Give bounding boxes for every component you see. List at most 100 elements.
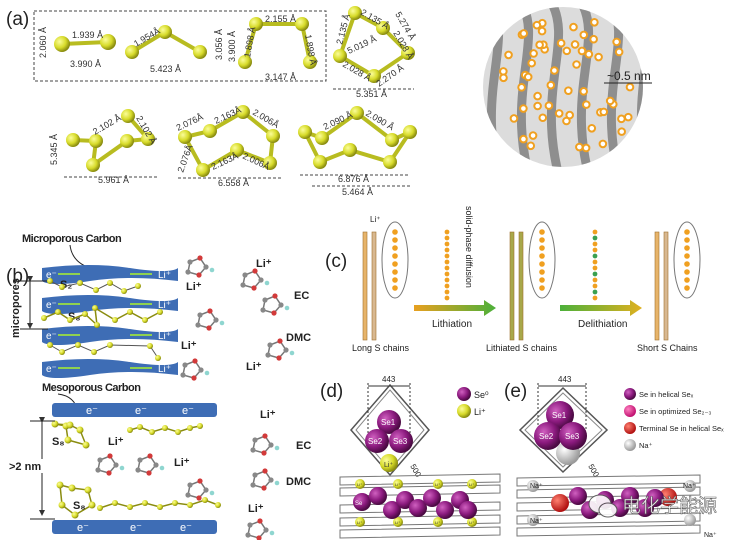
atom (278, 302, 284, 308)
atom (137, 457, 143, 463)
li-ion-label: Li⁺ (246, 361, 262, 373)
carbon-tube-bottom (52, 520, 217, 534)
channel-wall (339, 473, 501, 486)
sulfur-atom (519, 104, 528, 113)
se-label: Se (355, 501, 363, 507)
h-atom (219, 320, 225, 326)
li-ion-label: Li⁺ (158, 270, 171, 281)
se-atom (621, 487, 639, 505)
atom (592, 259, 598, 265)
atom (127, 504, 133, 510)
h-atom (264, 280, 270, 286)
sulfur-atom (584, 49, 594, 59)
atom (403, 125, 417, 139)
li-ion-label: Li⁺ (174, 457, 190, 469)
atom (56, 481, 64, 489)
atom (155, 355, 161, 361)
atom (75, 342, 81, 348)
mesoporous-carbon-label: Mesoporous Carbon (42, 382, 141, 394)
li-ion (467, 517, 477, 527)
atom (240, 282, 246, 288)
measure-label: 2.076Å (175, 112, 205, 133)
h-atom (274, 445, 280, 451)
li-ion-label: Li⁺ (357, 520, 362, 525)
s8-label: S₈ (73, 500, 86, 512)
electron-label: e⁻ (46, 270, 57, 281)
sulfur-atom (537, 26, 547, 36)
li-ion-label: Li⁺ (248, 503, 264, 515)
sulfur-atom (581, 100, 591, 109)
na-ion (527, 480, 539, 492)
li-ion (355, 517, 365, 527)
li-ion-label: Li⁺ (435, 482, 440, 487)
atom (112, 500, 118, 506)
sulfur-atom (392, 269, 398, 275)
sulfur-atom (444, 253, 450, 259)
h-atom (269, 530, 275, 536)
na-ion (527, 514, 539, 526)
chain (509, 231, 515, 341)
legend-swatch (624, 388, 636, 400)
measure-label: 2.163Å (210, 151, 240, 172)
atom-label: Se1 (552, 411, 567, 420)
atom (250, 447, 256, 453)
measure-label: 3.147 Å (265, 72, 296, 82)
atom (195, 322, 201, 328)
atom (252, 437, 258, 443)
atom (86, 158, 100, 172)
bond (43, 306, 161, 327)
atom-label: Li⁺ (384, 462, 393, 469)
legend-li-swatch (457, 404, 471, 418)
atom (120, 134, 134, 148)
atom (592, 295, 598, 301)
dashed-box (33, 10, 327, 82)
width-label: 443 (382, 375, 396, 384)
measure-label: 2.076Å (175, 143, 194, 173)
atom (158, 25, 172, 39)
atom (197, 312, 203, 318)
li-ion (393, 479, 403, 489)
atom (315, 131, 329, 145)
electron-label: e⁻ (46, 300, 57, 311)
sulfur-atom (614, 47, 624, 57)
atom (175, 429, 181, 435)
atom (272, 293, 278, 299)
atom (97, 457, 103, 463)
delithiation-label: Delithiation (578, 319, 627, 330)
se-atom (369, 487, 387, 505)
measure-label: 5.464 Å (342, 187, 373, 197)
sulfur-atom (532, 20, 542, 30)
carbon-layer (42, 359, 178, 378)
sulfur-atom (554, 109, 564, 118)
li-ion-label: Li⁺ (395, 482, 400, 487)
measure-label: 2.155 Å (265, 14, 296, 24)
li-ion (393, 517, 403, 527)
atom (261, 450, 267, 456)
atom (162, 425, 168, 431)
panel-label-e: (e) (504, 381, 527, 402)
measure-label: 2.028 Å (341, 59, 373, 83)
atom (257, 518, 263, 524)
li-ion (433, 517, 443, 527)
se-atom (459, 501, 477, 519)
sulfur-atom (577, 46, 587, 56)
sulfur-atom (539, 245, 545, 251)
sulfur-atom (392, 277, 398, 283)
atom (185, 492, 191, 498)
sulfur-atom (444, 265, 450, 271)
atom (348, 6, 362, 20)
atom (147, 343, 153, 349)
h-atom (119, 465, 125, 471)
atom (121, 288, 127, 294)
sulfur-atom (444, 259, 450, 265)
measure-label: 2.060 Å (38, 27, 48, 58)
channel-side-view-d: Li⁺Li⁺Li⁺Li⁺Li⁺Li⁺Li⁺Li⁺Se (339, 473, 501, 539)
atom-label: Se2 (539, 432, 554, 441)
micropores-label: micropores (10, 278, 22, 338)
atom (93, 287, 99, 293)
atom (196, 495, 202, 501)
atom (262, 433, 268, 439)
sulfur-atom (539, 237, 545, 243)
se-atom (646, 489, 664, 507)
